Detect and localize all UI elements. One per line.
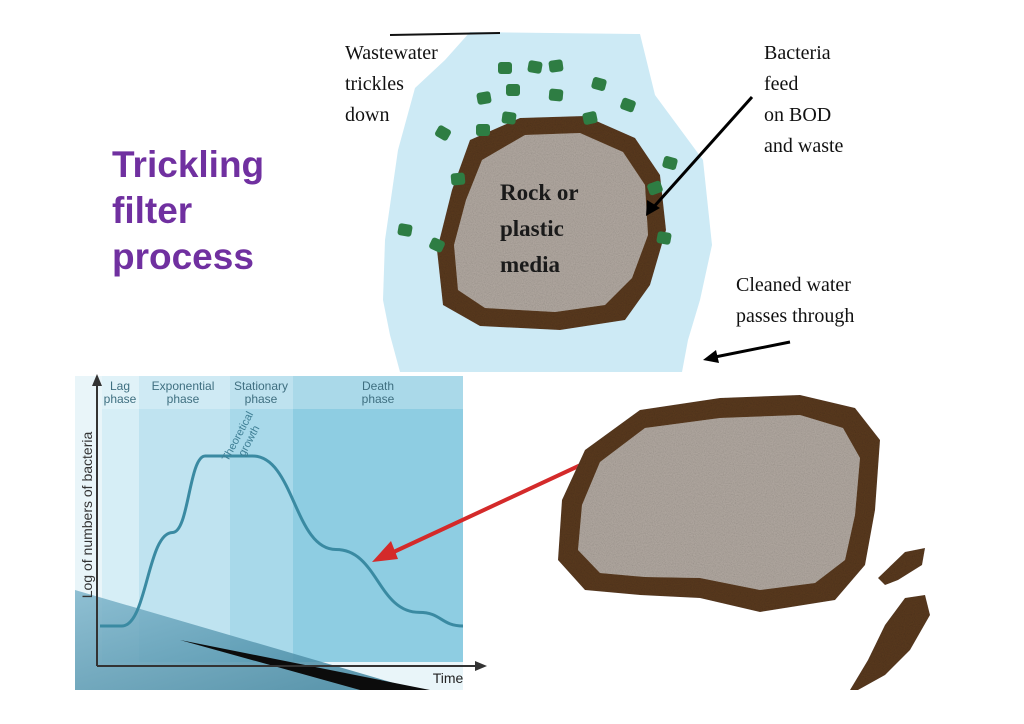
label-line: media bbox=[500, 252, 561, 277]
bacteria-dot bbox=[647, 180, 663, 196]
wastewater-label: Wastewater trickles down bbox=[345, 38, 438, 131]
growth-curve-line bbox=[100, 454, 464, 628]
label-line: trickles bbox=[345, 73, 404, 95]
cleaned-water-arrow bbox=[703, 340, 791, 363]
bacteria-dot bbox=[506, 84, 520, 96]
biofilm-fragment bbox=[850, 595, 930, 690]
bacteria-dot bbox=[582, 111, 598, 125]
bacteria-dot bbox=[591, 77, 607, 91]
rock-media-core bbox=[454, 133, 648, 312]
bacteria-dot bbox=[548, 88, 564, 102]
x-axis-label: Time bbox=[433, 670, 464, 686]
bacteria-dot bbox=[527, 60, 543, 74]
y-axis-arrowhead bbox=[92, 374, 102, 386]
label-line: on BOD bbox=[764, 104, 832, 126]
label-line: Cleaned water bbox=[736, 274, 851, 296]
phase-label-death-line2: phase bbox=[362, 392, 395, 406]
bacteria-dot bbox=[435, 125, 451, 141]
bacteria-dot bbox=[476, 124, 490, 136]
biofilm-fragment bbox=[878, 548, 925, 585]
bacteria-dot bbox=[548, 59, 564, 73]
cleaned-water-label: Cleaned water passes through bbox=[736, 270, 854, 332]
red-pointer-arrow bbox=[372, 454, 601, 562]
phase-label-lag-line2: phase bbox=[104, 392, 137, 406]
phase-label-exp-line2: phase bbox=[167, 392, 200, 406]
y-axis-label: Log of numbers of bacteria bbox=[79, 432, 95, 599]
slide-title: Trickling filter process bbox=[112, 142, 312, 280]
bacteria-dot bbox=[450, 172, 466, 186]
stationary-phase-band bbox=[230, 376, 293, 662]
title-line: Trickling bbox=[112, 144, 265, 185]
title-line: process bbox=[112, 236, 254, 277]
label-line: Rock or bbox=[500, 180, 579, 205]
bacteria-dot bbox=[662, 156, 678, 170]
label-line: passes through bbox=[736, 305, 855, 327]
label-line: down bbox=[345, 104, 390, 126]
label-line: Bacteria bbox=[764, 42, 831, 64]
phase-label-sta-line2: phase bbox=[245, 392, 278, 406]
bacteria-dot bbox=[501, 111, 517, 125]
label-line: plastic bbox=[500, 216, 564, 241]
media-label: Rock or plastic media bbox=[500, 175, 579, 283]
bacteria-dot bbox=[397, 223, 413, 237]
label-line: Wastewater bbox=[345, 42, 438, 64]
growth-curve-chart: Lag phase Exponential phase Stationary p… bbox=[75, 374, 487, 690]
phase-label-death-line1: Death bbox=[362, 379, 394, 393]
phase-label-sta-line1: Stationary bbox=[234, 379, 288, 393]
bacteria-dots bbox=[397, 59, 678, 253]
label-line: and waste bbox=[764, 135, 844, 157]
bacteria-dot bbox=[620, 97, 636, 113]
phase-label-exp-line1: Exponential bbox=[152, 379, 215, 393]
top-edge-line bbox=[389, 32, 501, 36]
label-line: feed bbox=[764, 73, 799, 95]
death-phase-band bbox=[293, 376, 463, 662]
lower-rock-media-core bbox=[578, 415, 860, 590]
phase-label-lag-line1: Lag bbox=[110, 379, 130, 393]
bacteria-dot bbox=[656, 231, 672, 245]
x-axis-arrowhead bbox=[475, 661, 487, 671]
bacteria-dot bbox=[498, 62, 512, 74]
bacteria-dot bbox=[429, 237, 445, 253]
bacteria-label: Bacteria feed on BOD and waste bbox=[764, 38, 843, 162]
bacteria-pointer-arrow bbox=[646, 96, 754, 216]
phase-header-strip bbox=[102, 376, 463, 409]
title-line: filter bbox=[112, 190, 193, 231]
bacteria-dot bbox=[476, 91, 492, 105]
